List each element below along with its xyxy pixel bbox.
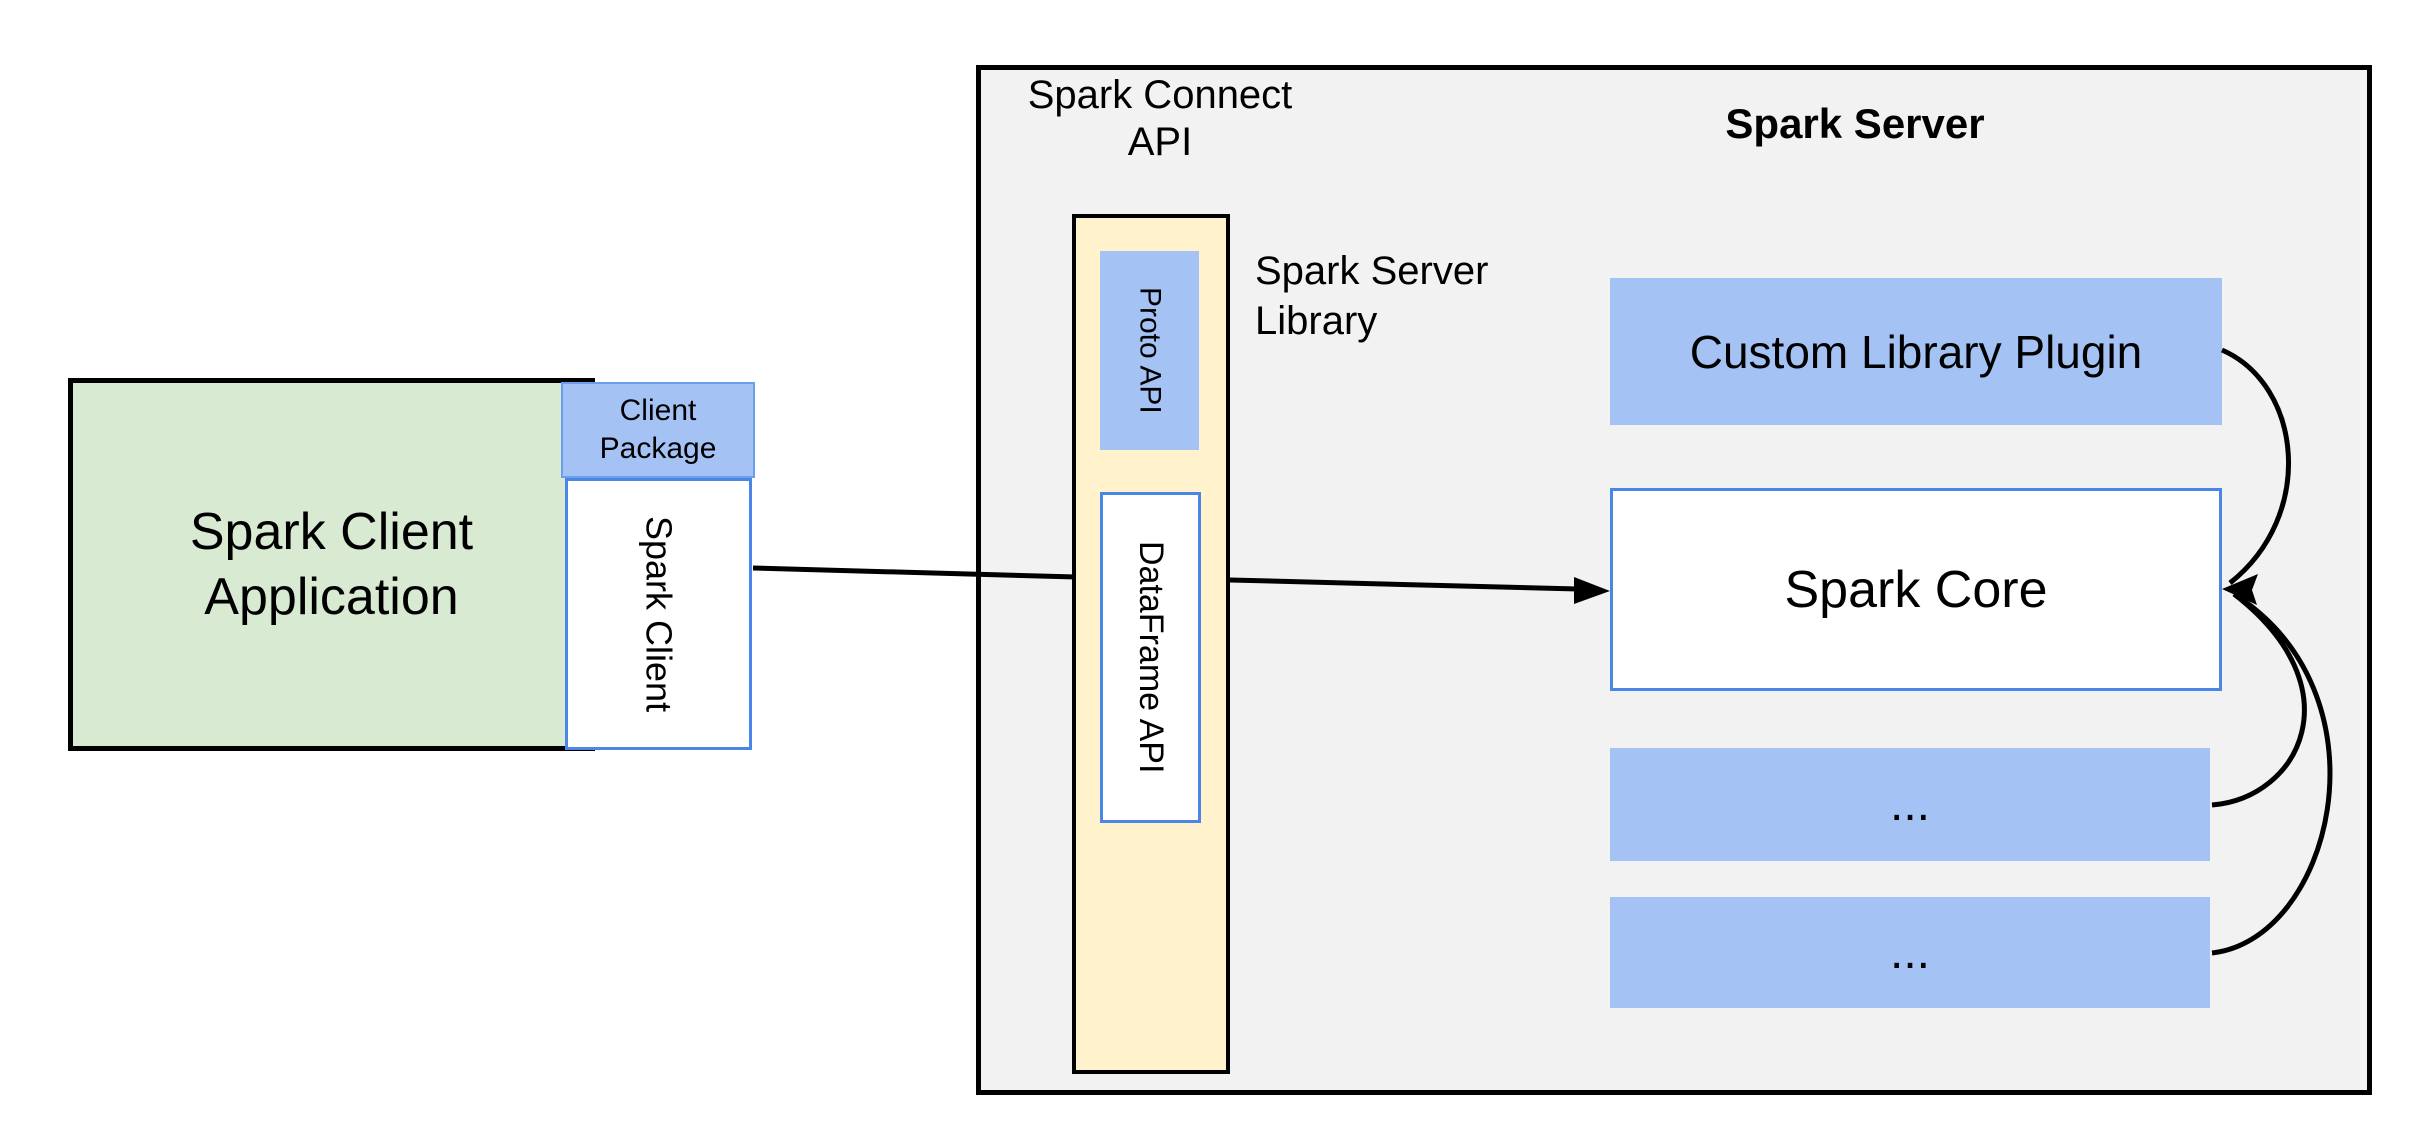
spark-connect-api-label: Spark Connect API bbox=[1027, 73, 1293, 164]
spark-client-application-box: Spark Client Application bbox=[68, 378, 595, 751]
placeholder-plugin-box-2: ... bbox=[1610, 897, 2210, 1008]
spark-server-title: Spark Server bbox=[1725, 100, 1985, 147]
placeholder-plugin-box-1: ... bbox=[1610, 748, 2210, 861]
client-package-box: Client Package bbox=[561, 382, 755, 478]
spark-client-box: Spark Client bbox=[565, 478, 752, 750]
proto-api-box: Proto API bbox=[1100, 251, 1199, 450]
spark-core-box: Spark Core bbox=[1610, 488, 2222, 691]
dataframe-api-box: DataFrame API bbox=[1100, 492, 1201, 823]
spark-server-library-label: Spark Server Library bbox=[1255, 249, 1489, 343]
custom-library-plugin-box: Custom Library Plugin bbox=[1610, 278, 2222, 425]
